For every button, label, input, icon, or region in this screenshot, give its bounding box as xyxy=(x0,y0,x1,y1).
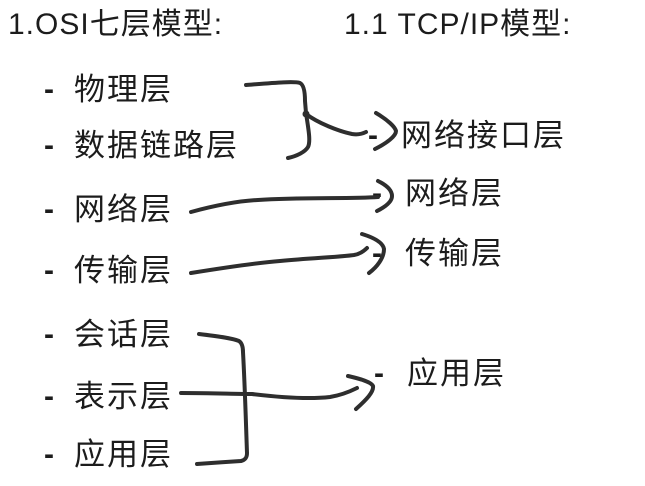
bullet-dash: - xyxy=(374,357,384,390)
brace-arm-from-datalink xyxy=(286,111,312,160)
layer-label: 网络接口层 xyxy=(401,118,566,153)
bullet-dash: - xyxy=(44,254,54,287)
tcpip-section-title: 1.1 TCP/IP模型: xyxy=(344,8,572,41)
layer-label: 会话层 xyxy=(74,317,173,352)
tcpip-layer-item: - 应用层 xyxy=(374,354,506,394)
layer-label: 应用层 xyxy=(74,437,173,472)
arrow-network-to-network xyxy=(189,179,394,214)
arrow-shaft-network xyxy=(189,195,380,214)
brace-arm-from-physical xyxy=(244,80,308,115)
bullet-dash: - xyxy=(372,237,382,270)
osi-layer-item: - 传输层 xyxy=(44,251,173,291)
bullet-dash: - xyxy=(44,380,54,413)
layer-label: 传输层 xyxy=(405,236,504,271)
layer-label: 网络层 xyxy=(405,176,504,211)
bullet-dash: - xyxy=(44,73,54,106)
bullet-dash: - xyxy=(44,438,54,471)
osi-layer-item: - 应用层 xyxy=(44,435,173,475)
arrow-presentation-to-application xyxy=(179,374,376,411)
tcpip-layer-item: - 网络接口层 xyxy=(368,116,566,156)
layer-label: 数据链路层 xyxy=(74,128,239,163)
osi-layer-item: - 物理层 xyxy=(44,70,173,110)
arrow-shaft-transport xyxy=(189,246,369,275)
osi-layer-item: - 表示层 xyxy=(44,377,173,417)
arrow-shaft-application xyxy=(179,386,359,400)
arrowhead-application xyxy=(346,374,376,411)
bullet-dash: - xyxy=(44,129,54,162)
bullet-dash: - xyxy=(368,119,378,152)
arrow-transport-to-transport xyxy=(189,232,386,275)
osi-layer-item: - 会话层 xyxy=(44,315,173,355)
arrow-shaft-to-network-interface xyxy=(304,112,368,137)
osi-layer-item: - 数据链路层 xyxy=(44,126,239,166)
layer-label: 表示层 xyxy=(74,379,173,414)
bullet-dash: - xyxy=(44,193,54,226)
osi-layer-item: - 网络层 xyxy=(44,190,173,230)
layer-label: 应用层 xyxy=(407,356,506,391)
osi-section-title: 1.OSI七层模型: xyxy=(8,8,224,41)
tcpip-layer-item: - 传输层 xyxy=(372,234,504,274)
bracket-path xyxy=(195,332,249,466)
bullet-dash: - xyxy=(44,318,54,351)
tcpip-layer-item: - 网络层 xyxy=(372,174,504,214)
bullet-dash: - xyxy=(372,177,382,210)
bracket-session-presentation-application xyxy=(195,332,249,466)
brace-junction-dot xyxy=(302,110,310,118)
layer-label: 网络层 xyxy=(74,192,173,227)
layer-label: 物理层 xyxy=(74,72,173,107)
layer-label: 传输层 xyxy=(74,253,173,288)
